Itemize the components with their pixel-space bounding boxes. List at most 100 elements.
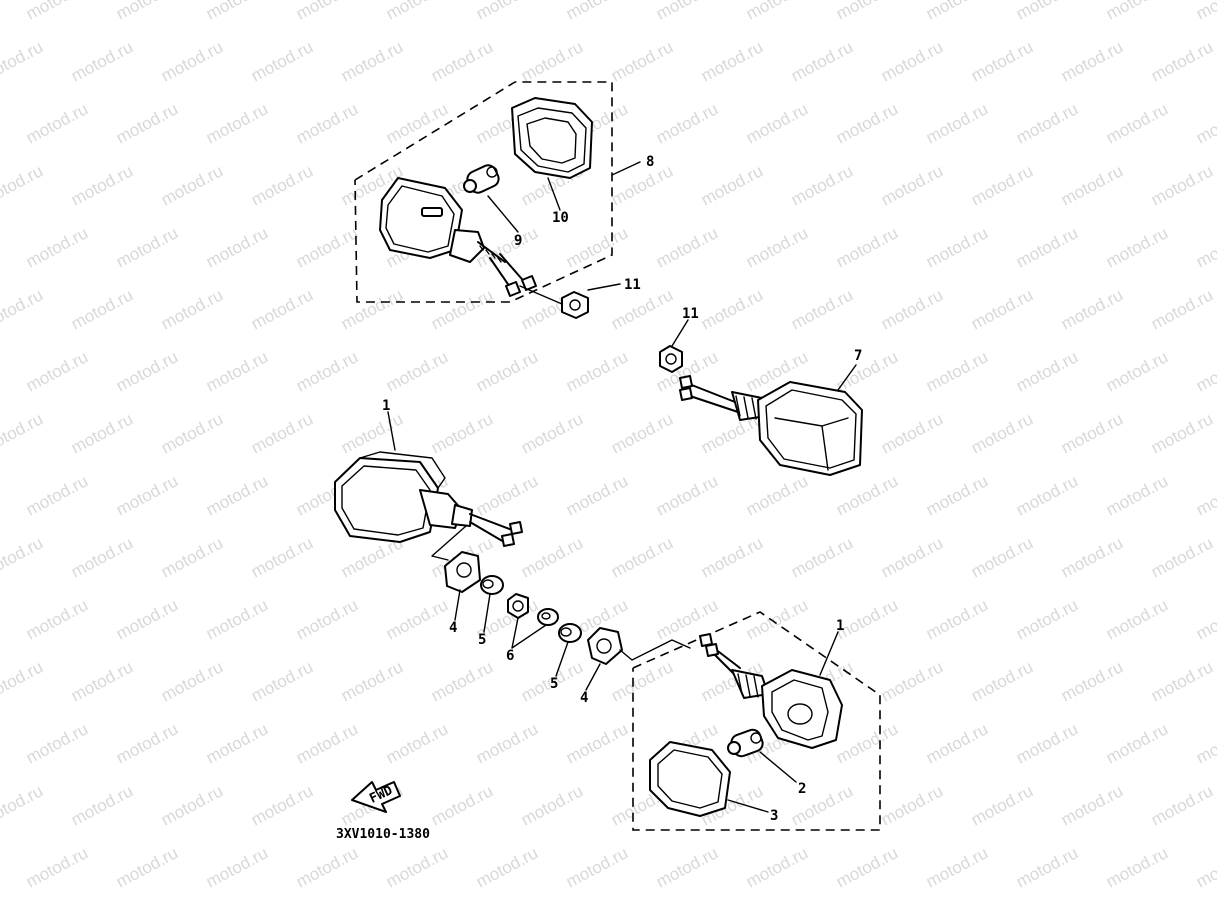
assembly-1-boundary — [632, 611, 881, 831]
watermark-text: motod.ru — [158, 409, 226, 457]
watermark-text: motod.ru — [23, 0, 91, 24]
watermark-text: motod.ru — [788, 533, 856, 581]
watermark-text: motod.ru — [923, 595, 991, 643]
watermark-text: motod.ru — [1103, 223, 1171, 271]
leader-5b — [555, 641, 569, 677]
leader-11b — [671, 319, 689, 347]
watermark-text: motod.ru — [878, 285, 946, 333]
watermark-text: motod.ru — [158, 161, 226, 209]
assembly-8-boundary — [354, 81, 613, 303]
watermark-text: motod.ru — [68, 161, 136, 209]
watermark-text: motod.ru — [563, 0, 631, 24]
watermark-text: motod.ru — [923, 223, 991, 271]
nut-6 — [507, 593, 529, 619]
watermark-text: motod.ru — [428, 285, 496, 333]
watermark-text: motod.ru — [1058, 409, 1126, 457]
callout-1-right: 1 — [836, 618, 844, 634]
watermark-text: motod.ru — [833, 843, 901, 891]
watermark-text: motod.ru — [338, 657, 406, 705]
watermark-text: motod.ru — [338, 409, 406, 457]
watermark-text: motod.ru — [158, 781, 226, 829]
watermark-text: motod.ru — [203, 99, 271, 147]
watermark-text: motod.ru — [653, 843, 721, 891]
watermark-text: motod.ru — [158, 533, 226, 581]
watermark-text: motod.ru — [428, 37, 496, 85]
leader-2 — [759, 751, 797, 783]
watermark-text: motod.ru — [203, 0, 271, 24]
watermark-text: motod.ru — [0, 161, 46, 209]
watermark-text: motod.ru — [203, 595, 271, 643]
watermark-text: motod.ru — [248, 533, 316, 581]
watermark-text: motod.ru — [1193, 595, 1217, 643]
watermark-text: motod.ru — [923, 843, 991, 891]
watermark-text: motod.ru — [563, 843, 631, 891]
leader-1b — [819, 631, 839, 676]
callout-2: 2 — [798, 781, 806, 797]
watermark-text: motod.ru — [878, 657, 946, 705]
watermark-text: motod.ru — [833, 0, 901, 24]
watermark-text: motod.ru — [248, 37, 316, 85]
watermark-text: motod.ru — [968, 781, 1036, 829]
leader-6 — [511, 617, 547, 649]
watermark-text: motod.ru — [968, 533, 1036, 581]
watermark-text: motod.ru — [248, 285, 316, 333]
nut-11-top — [519, 285, 589, 319]
watermark-text: motod.ru — [1148, 37, 1216, 85]
watermark-text: motod.ru — [383, 347, 451, 395]
watermark-text: motod.ru — [23, 719, 91, 767]
watermark-text: motod.ru — [383, 99, 451, 147]
watermark-text: motod.ru — [248, 161, 316, 209]
drawing-code: 3XV1010-1380 — [336, 827, 430, 842]
watermark-text: motod.ru — [68, 37, 136, 85]
watermark-text: motod.ru — [1148, 781, 1216, 829]
watermark-text: motod.ru — [1013, 471, 1081, 519]
turn-signal-assembly-7 — [679, 375, 863, 476]
watermark-text: motod.ru — [248, 781, 316, 829]
leader-10 — [547, 177, 561, 211]
callout-5-right: 5 — [550, 676, 558, 692]
watermark-text: motod.ru — [1058, 161, 1126, 209]
leader-4a — [454, 589, 461, 621]
spacer-5-right — [558, 623, 582, 643]
watermark-text: motod.ru — [743, 0, 811, 24]
watermark-text: motod.ru — [563, 223, 631, 271]
watermark-text: motod.ru — [113, 223, 181, 271]
callout-1-left: 1 — [382, 398, 390, 414]
watermark-text: motod.ru — [0, 409, 46, 457]
watermark-text: motod.ru — [1103, 347, 1171, 395]
turn-signal-assembly-1-right — [699, 633, 843, 749]
watermark-text: motod.ru — [158, 285, 226, 333]
watermark-text: motod.ru — [1058, 533, 1126, 581]
watermark-text: motod.ru — [23, 223, 91, 271]
watermark-text: motod.ru — [23, 347, 91, 395]
watermark-text: motod.ru — [203, 347, 271, 395]
watermark-text: motod.ru — [0, 285, 46, 333]
callout-11-right: 11 — [682, 306, 699, 322]
watermark-text: motod.ru — [0, 347, 1, 395]
watermark-text: motod.ru — [608, 37, 676, 85]
watermark-text: motod.ru — [68, 657, 136, 705]
watermark-text: motod.ru — [23, 99, 91, 147]
callout-9: 9 — [514, 233, 522, 249]
watermark-text: motod.ru — [248, 409, 316, 457]
watermark-text: motod.ru — [653, 471, 721, 519]
callout-5-left: 5 — [478, 632, 486, 648]
watermark-text: motod.ru — [23, 843, 91, 891]
watermark-text: motod.ru — [1058, 285, 1126, 333]
leader-8 — [611, 161, 641, 176]
watermark-text: motod.ru — [653, 99, 721, 147]
watermark-text: motod.ru — [113, 347, 181, 395]
lens-3 — [649, 741, 731, 817]
watermark-text: motod.ru — [113, 471, 181, 519]
watermark-text: motod.ru — [1013, 719, 1081, 767]
watermark-text: motod.ru — [968, 285, 1036, 333]
watermark-text: motod.ru — [113, 843, 181, 891]
watermark-text: motod.ru — [293, 843, 361, 891]
bulb-9 — [463, 164, 500, 194]
nut-11-right — [659, 345, 683, 373]
watermark-text: motod.ru — [293, 0, 361, 24]
leader-3 — [727, 799, 769, 813]
watermark-text: motod.ru — [473, 719, 541, 767]
watermark-text: motod.ru — [113, 99, 181, 147]
